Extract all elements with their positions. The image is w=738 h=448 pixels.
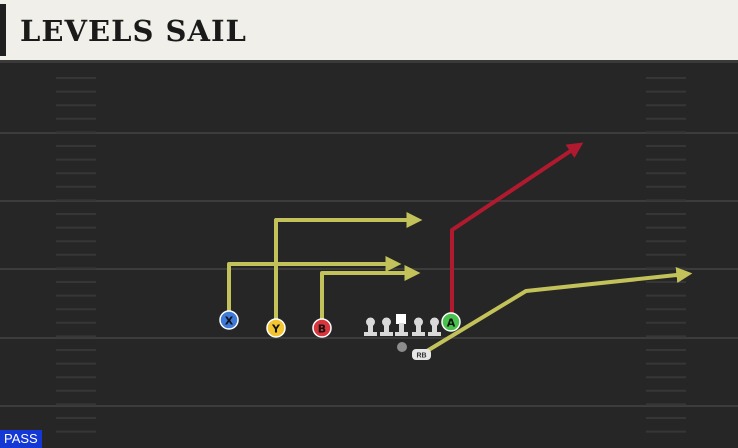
route-rb [420,267,693,356]
receiver-x-button[interactable]: X [219,310,239,330]
receiver-a-label: A [447,317,456,330]
football-field [0,60,738,448]
route-b [320,265,421,326]
play-type-badge: PASS [0,430,42,448]
center [395,314,408,336]
quarterback-icon [397,342,407,352]
receiver-b-label: B [318,323,326,336]
field-top-edge [0,60,738,63]
lineman [412,317,425,336]
receiver-y-button[interactable]: Y [266,318,286,338]
rb-label: RB [416,353,426,360]
receiver-x-label: X [225,315,234,328]
lineman [428,317,441,336]
routes [227,142,693,356]
yard-lines [0,132,738,407]
lineman [364,317,377,336]
running-back[interactable]: RB [412,349,431,360]
lineman [380,317,393,336]
route-a [450,142,584,320]
right-hash-marks [646,77,686,433]
offensive-line [364,314,441,336]
play-title-bar: LEVELS SAIL [0,0,738,60]
route-y [274,212,423,326]
play-title: LEVELS SAIL [20,14,247,48]
receiver-a-button[interactable]: A [441,312,461,332]
route-x [227,256,402,318]
receiver-b-button[interactable]: B [312,318,332,338]
left-hash-marks [56,77,96,433]
title-accent [0,4,6,56]
receiver-y-label: Y [271,323,281,336]
